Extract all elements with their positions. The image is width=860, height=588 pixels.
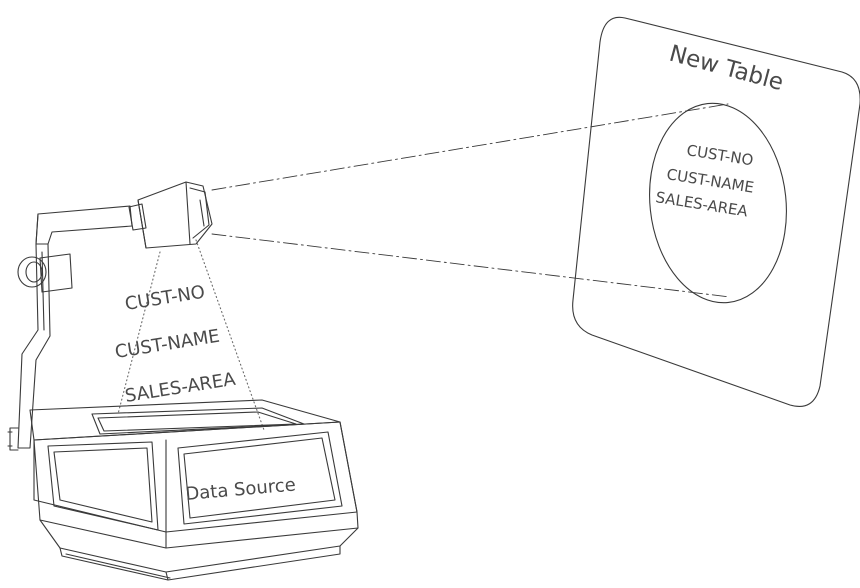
projected-table-ellipse (649, 102, 787, 304)
screen-title: New Table (666, 41, 786, 96)
projector-base: Data Source (29, 399, 359, 581)
projector-arm (7, 205, 133, 451)
focus-knob (17, 253, 73, 293)
source-field-3: SALES-AREA (123, 369, 237, 407)
source-field-1: CUST-NO (123, 282, 206, 315)
data-source-label: Data Source (185, 474, 297, 505)
projection-beam (211, 103, 731, 298)
light-cone (117, 239, 265, 431)
projector-fields: CUST-NO CUST-NAME SALES-AREA (113, 282, 237, 407)
beam-lower-line (211, 233, 731, 298)
projector-head (128, 181, 213, 249)
source-field-2: CUST-NAME (113, 326, 221, 363)
screen-field-1: CUST-NO (685, 141, 754, 169)
beam-upper-line (211, 103, 729, 191)
projection-screen: New Table CUST-NO CUST-NAME SALES-AREA (572, 16, 860, 407)
